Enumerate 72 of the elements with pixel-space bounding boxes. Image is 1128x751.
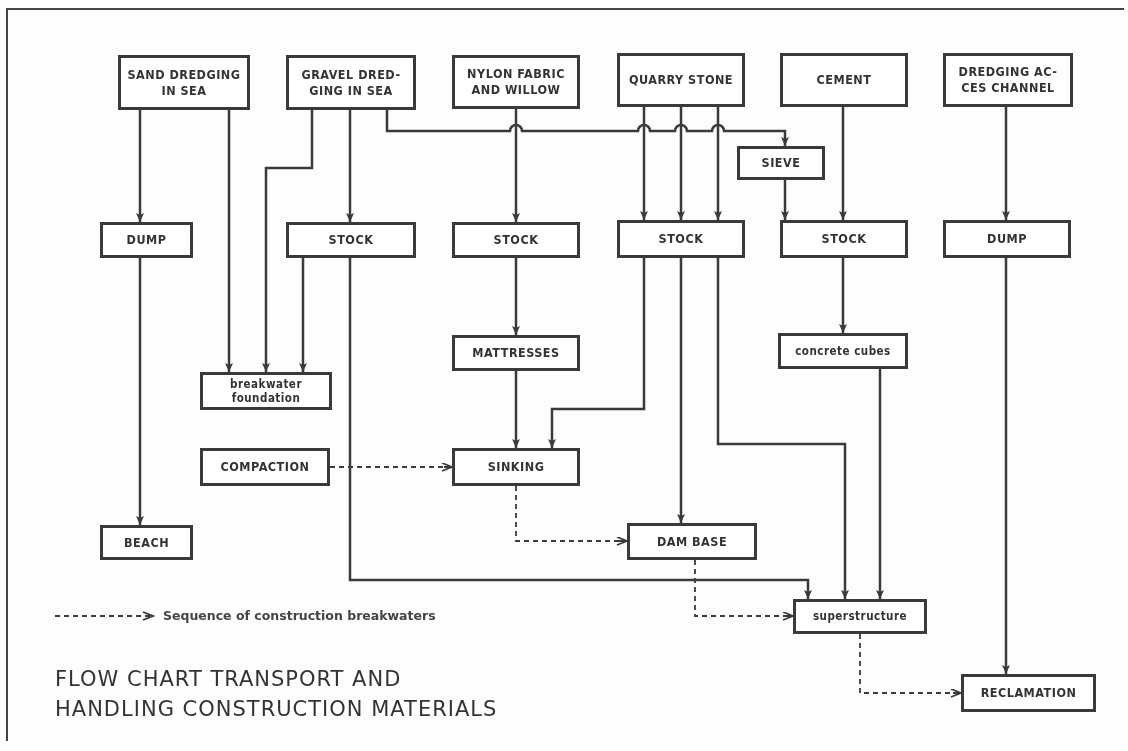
process-box — [452, 222, 580, 258]
process-box — [286, 55, 416, 110]
dashed-arrow — [329, 462, 453, 472]
box-label: GRAVEL DRED- GING IN SEA — [300, 66, 402, 99]
box-label: DUMP — [987, 231, 1027, 247]
process-box — [961, 674, 1096, 712]
process-box — [118, 55, 250, 110]
box-label: STOCK — [493, 232, 539, 248]
process-box — [617, 53, 745, 107]
box-label: DUMP — [126, 232, 167, 248]
process-box — [778, 333, 908, 369]
legend-text: Sequence of construction breakwaters — [163, 608, 436, 623]
arrow — [714, 107, 722, 220]
process-box — [100, 525, 193, 560]
box-label: concrete cubes — [795, 343, 891, 359]
arrow — [136, 110, 144, 222]
arrow — [876, 369, 884, 599]
process-box — [100, 222, 193, 258]
arrow — [839, 258, 847, 333]
arrow — [225, 110, 233, 372]
arrow — [839, 107, 847, 220]
box-label: superstructure — [812, 609, 908, 624]
process-box — [793, 599, 927, 634]
arrow — [299, 258, 307, 372]
box-label: NYLON FABRIC AND WILLOW — [466, 66, 566, 98]
arrow — [548, 258, 646, 448]
box-label: STOCK — [658, 231, 704, 247]
process-box — [452, 55, 580, 109]
arrow — [348, 258, 812, 599]
arrow — [1002, 258, 1010, 674]
process-box — [943, 220, 1071, 258]
process-box — [452, 335, 580, 371]
box-label: MATTRESSES — [472, 345, 560, 361]
process-box — [617, 220, 745, 258]
box-label: COMPACTION — [220, 459, 310, 475]
box-label: DREDGING AC- CES CHANNEL — [957, 64, 1059, 96]
arrow — [512, 258, 520, 335]
arrow — [512, 371, 520, 448]
diagram-title: FLOW CHART TRANSPORT AND HANDLING CONSTRUCTION MATERIALS — [55, 666, 499, 723]
box-label: breakwater foundation — [229, 376, 303, 406]
process-box — [780, 53, 908, 107]
process-box — [737, 146, 825, 180]
box-label: SIEVE — [761, 155, 801, 171]
box-label: STOCK — [328, 232, 374, 248]
arrow — [346, 110, 354, 222]
box-label: RECLAMATION — [980, 685, 1077, 701]
arrow — [677, 107, 685, 220]
arrow — [781, 180, 789, 220]
box-label: DAM BASE — [656, 533, 728, 550]
process-box — [452, 448, 580, 486]
dashed-arrow — [694, 559, 794, 621]
process-box — [200, 372, 332, 410]
process-box — [286, 222, 416, 258]
box-label: SINKING — [487, 459, 545, 475]
box-label: QUARRY STONE — [628, 72, 734, 88]
arrow — [640, 107, 648, 220]
process-box — [943, 53, 1073, 107]
process-box — [780, 220, 908, 258]
box-label: SAND DREDGING IN SEA — [126, 66, 242, 99]
box-label: BEACH — [123, 534, 170, 551]
arrow — [1002, 107, 1010, 220]
arrow — [136, 258, 144, 525]
box-label: CEMENT — [816, 72, 872, 88]
arrow — [716, 258, 849, 599]
arrow — [262, 110, 314, 372]
process-box — [200, 448, 330, 486]
process-box — [627, 523, 757, 560]
box-label: STOCK — [821, 231, 867, 247]
dashed-arrow — [859, 633, 962, 698]
arrow — [677, 258, 685, 523]
arrow — [512, 109, 520, 222]
dashed-arrow — [515, 485, 628, 546]
